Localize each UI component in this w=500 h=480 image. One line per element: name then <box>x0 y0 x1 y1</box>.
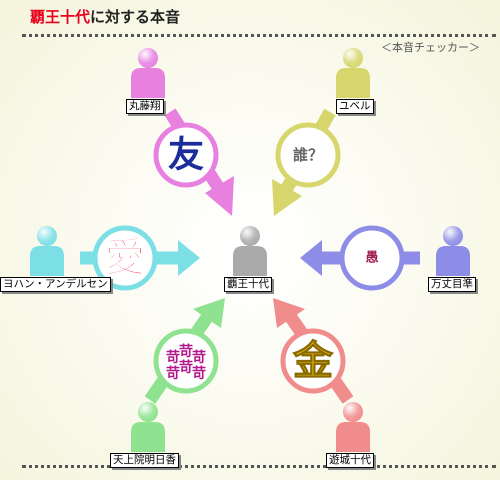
name-label-asuka: 天上院明日香 <box>110 453 179 468</box>
name-label-johan: ヨハン・アンデルセン <box>0 277 111 292</box>
feeling-text-asuka-1: 苛 <box>179 343 193 360</box>
title-accent: 覇王十代 <box>30 8 91 26</box>
feeling-text-yubel: 誰？ <box>293 146 323 164</box>
feeling-badge-asuka: 苛 苛 苛 苛 苛 苛 <box>153 328 219 394</box>
figure-asuka <box>131 402 165 452</box>
figure-johan <box>30 226 64 276</box>
feeling-text-johan: 愛 <box>105 235 145 281</box>
checker-caption: ＜本音チェッカー＞ <box>381 41 480 54</box>
feeling-text-manjoume: 愚 <box>365 251 378 266</box>
name-label-manjoume: 万丈目準 <box>428 277 476 292</box>
name-label-yubel: ユベル <box>336 99 374 114</box>
figure-maru <box>131 48 165 98</box>
top-divider <box>22 34 496 37</box>
figure-manjoume <box>436 226 470 276</box>
name-label-juudai: 遊城十代 <box>326 453 374 468</box>
feeling-badge-juudai: 金 <box>280 328 346 394</box>
figure-juudai <box>336 402 370 452</box>
feeling-badge-johan: 愛 <box>92 225 158 291</box>
feeling-badge-yubel: 誰？ <box>275 122 341 188</box>
name-label-center: 覇王十代 <box>224 277 272 292</box>
feeling-text-juudai: 金 <box>292 338 334 384</box>
feeling-text-asuka-4: 苛 <box>179 359 193 376</box>
feeling-text-asuka-6: 苛 <box>192 365 206 382</box>
name-label-maru: 丸藤翔 <box>126 99 164 114</box>
feeling-text-maru: 友 <box>168 135 204 176</box>
feeling-badge-maru: 友 <box>153 122 219 188</box>
feeling-text-asuka-3: 苛 <box>192 349 206 366</box>
page-title: 覇王十代に対する本音 <box>30 6 180 27</box>
feeling-text-asuka-5: 苛 <box>166 365 180 382</box>
feeling-badge-manjoume: 愚 <box>339 225 405 291</box>
title-rest: に対する本音 <box>90 8 181 26</box>
bottom-divider <box>22 465 496 468</box>
figure-center <box>233 226 267 276</box>
figure-yubel <box>336 48 370 98</box>
feeling-text-asuka-2: 苛 <box>166 349 180 366</box>
